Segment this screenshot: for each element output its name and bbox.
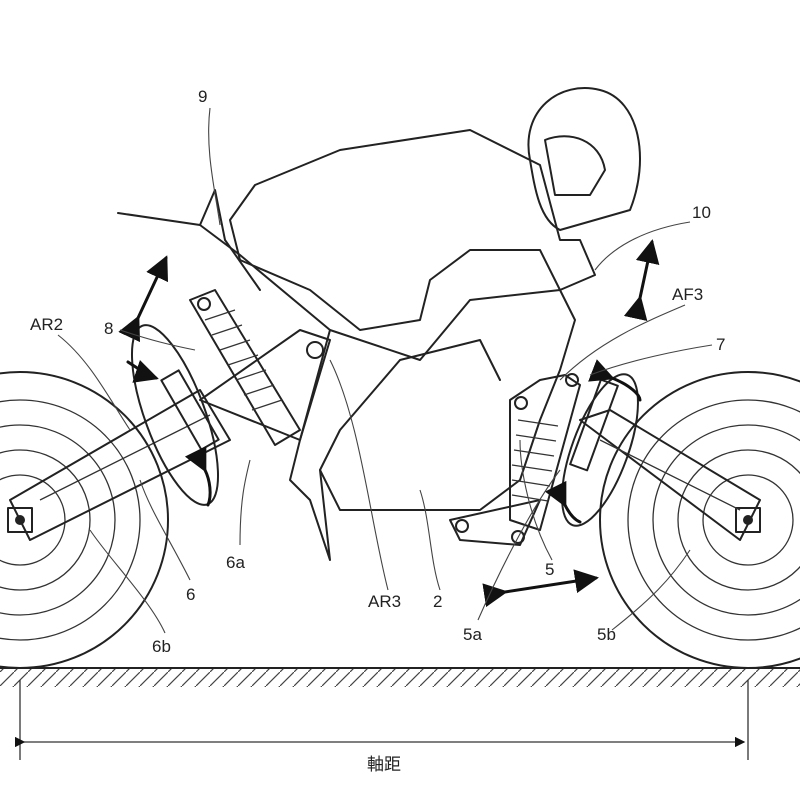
label-6a: 6a [226, 553, 245, 572]
label-5b: 5b [597, 625, 616, 644]
front-swingarm [561, 373, 761, 541]
label-6b: 6b [152, 637, 171, 656]
reference-labels: 9 10 AF3 7 AR2 8 6a 6 6b AR3 2 5 5a 5b [30, 87, 725, 656]
front-wheel [599, 371, 800, 669]
label-5: 5 [545, 560, 554, 579]
label-2: 2 [433, 592, 442, 611]
label-8: 8 [104, 319, 113, 338]
label-9: 9 [198, 87, 207, 106]
label-10: 10 [692, 203, 711, 222]
label-7: 7 [716, 335, 725, 354]
label-ar3: AR3 [368, 592, 401, 611]
motion-arrows [118, 239, 660, 608]
leader-lines [57, 107, 713, 634]
label-5a: 5a [463, 625, 482, 644]
ground [0, 667, 800, 687]
label-af3: AF3 [672, 285, 703, 304]
rider [229, 87, 641, 561]
label-6: 6 [186, 585, 195, 604]
rear-wheel [0, 371, 169, 669]
rear-shock [189, 289, 331, 446]
wheelbase-label: 軸距 [367, 755, 401, 774]
front-shock [509, 373, 581, 531]
wheelbase-dimension: 軸距 [14, 680, 749, 774]
label-ar2: AR2 [30, 315, 63, 334]
